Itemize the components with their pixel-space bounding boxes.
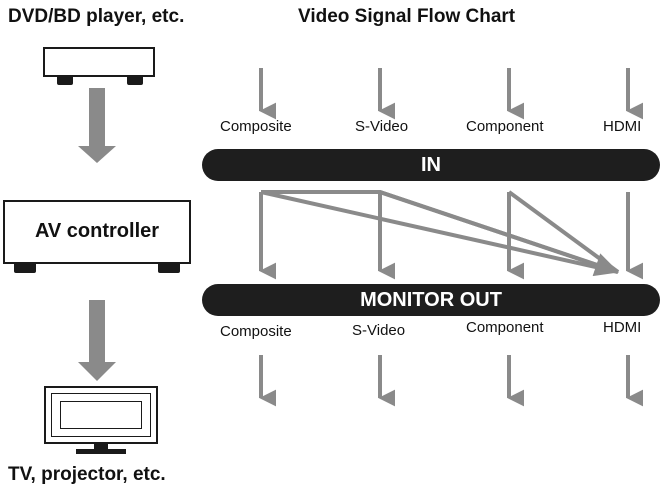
chart-title: Video Signal Flow Chart (298, 6, 516, 27)
input-label-hdmi: HDMI (603, 118, 642, 135)
flow-arrow-controller-to-display (78, 300, 116, 381)
convert-arrow-s-video-to-hdmi (379, 190, 619, 274)
display-device-label: TV, projector, etc. (8, 464, 166, 485)
convert-arrow-component-to-hdmi (507, 190, 620, 274)
input-label-s-video: S-Video (355, 118, 409, 135)
input-label-composite: Composite (220, 118, 292, 135)
source-device-label: DVD/BD player, etc. (8, 6, 185, 27)
monitor-out-bar: MONITOR OUT (202, 284, 660, 316)
flow-arrow-player-to-controller (78, 88, 116, 163)
av-controller-label: AV controller (34, 220, 160, 242)
convert-arrow-composite-diag (260, 190, 619, 274)
in-bar-label: IN (421, 154, 441, 176)
output-label-hdmi: HDMI (603, 319, 642, 336)
monitor-out-bar-label: MONITOR OUT (360, 289, 502, 311)
output-label-s-video: S-Video (352, 322, 406, 339)
tv-icon (44, 386, 158, 456)
output-label-composite: Composite (220, 323, 292, 340)
in-bar: IN (202, 149, 660, 181)
input-label-component: Component (466, 118, 544, 135)
output-label-component: Component (466, 319, 544, 336)
